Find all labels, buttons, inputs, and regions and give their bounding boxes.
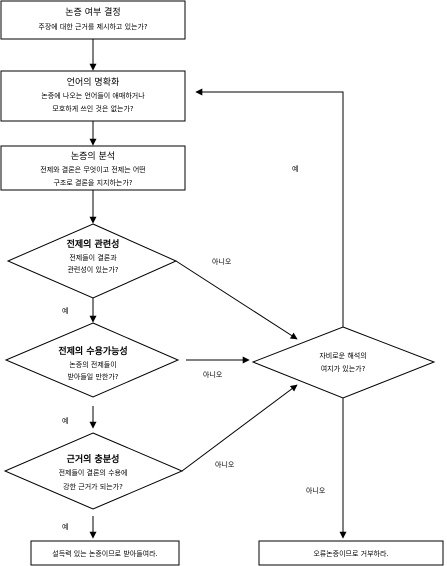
check1-text-line1: 전제들이 결론과 [69,253,117,262]
check2-title: 전제의 수용가능성 [58,345,127,357]
label-yes-check1: 예 [62,306,68,315]
step2-text-line1: 논증에 나오는 언어들이 애매하거나 [41,91,145,100]
label-no-check3: 아니오 [215,460,235,469]
label-yes-check2: 예 [62,416,68,425]
step3-title: 논증의 분석 [71,151,115,162]
step3-text-line2: 구조로 결론을 지지하는가? [53,178,132,187]
charity-text-line1: 자비로운 해석의 [319,351,366,360]
step2-title: 언어의 명확화 [67,76,120,88]
step2-text-line2: 모호하게 쓰인 것은 없는가? [52,104,134,113]
label-yes-charity: 예 [292,164,298,173]
check1-diamond: 전제의 관련성 전제들이 결론과 관련성이 있는가? [6,223,178,299]
step2-box: 언어의 명확화 논증에 나오는 언어들이 애매하거나 모호하게 쓰인 것은 없는… [0,70,186,122]
check3-text-line2: 강한 근거가 되는가? [63,482,123,491]
label-no-check1: 아니오 [212,257,232,266]
label-no-charity: 아니오 [306,486,326,495]
reject-box: 오류논증이므로 거부하라. [258,540,444,566]
check2-text-line1: 논증의 전제들이 [69,360,116,369]
charity-diamond: 자비로운 해석의 여지가 있는가? [251,326,436,399]
check3-diamond: 근거의 충분성 전제들이 결론의 수용에 강한 근거가 되는가? [3,432,184,510]
check2-diamond: 전제의 수용가능성 논증의 전제들이 받아들일 만한가? [4,322,180,398]
accept-box: 설득력 있는 논증이므로 받아들여라. [30,540,180,566]
check1-text-line2: 관련성이 있는가? [67,265,118,274]
step1-text: 주장에 대한 근거를 제시하고 있는가? [38,22,147,31]
accept-text: 설득력 있는 논증이므로 받아들여라. [52,549,158,558]
check3-text-line1: 전제들이 결론의 수용에 [59,468,128,477]
arrow-charity-yes-to-step2 [195,88,344,327]
step3-box: 논증의 분석 전제와 결론은 무엇이고 전제는 어떤 구조로 결론을 지지하는가… [0,145,186,191]
arrow-check1-no-to-charity [175,260,298,340]
step1-box: 논증 여부 결정 주장에 대한 근거를 제시하고 있는가? [0,0,186,40]
check2-text-line2: 받아들일 만한가? [67,372,118,381]
charity-text-line2: 여지가 있는가? [321,364,366,373]
step1-title: 논증 여부 결정 [65,6,120,18]
label-yes-check3: 예 [62,522,68,531]
arrow-check3-no-to-charity [181,384,298,472]
check1-title: 전제의 관련성 [67,238,120,250]
step3-text-line1: 전제와 결론은 무엇이고 전제는 어떤 [40,165,146,174]
check3-title: 근거의 충분성 [67,453,120,465]
reject-text: 오류논증이므로 거부하라. [313,549,388,558]
label-no-check2: 아니오 [203,370,223,379]
